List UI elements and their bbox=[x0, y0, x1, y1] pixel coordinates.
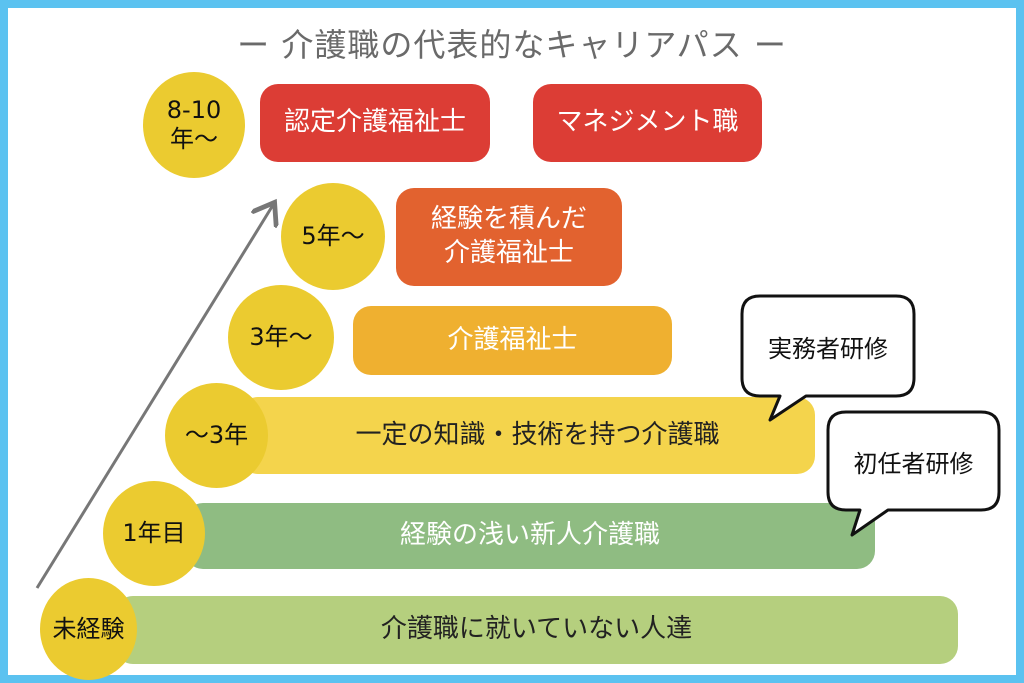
callout-bubble-initial-training bbox=[826, 410, 1001, 537]
role-box-management: マネジメント職 bbox=[533, 84, 762, 162]
period-circle-inexperienced: 未経験 bbox=[40, 578, 137, 680]
period-circle-first-year: 1年目 bbox=[103, 481, 205, 586]
role-box-care-worker: 介護福祉士 bbox=[353, 306, 672, 375]
role-box-experienced-care-worker: 経験を積んだ 介護福祉士 bbox=[396, 188, 622, 286]
progress-arrow bbox=[35, 205, 273, 589]
role-box-new-caregiver: 経験の浅い新人介護職 bbox=[185, 503, 875, 569]
role-box-knowledgeable-caregiver: 一定の知識・技術を持つ介護職 bbox=[240, 397, 815, 474]
role-box-certified-care-worker: 認定介護福祉士 bbox=[260, 84, 490, 162]
page-title: ー 介護職の代表的なキャリアパス ー bbox=[237, 26, 787, 64]
callout-initial-training: 初任者研修 bbox=[853, 449, 974, 478]
callout-bubble-practitioner-training bbox=[740, 294, 916, 422]
period-circle-5-years: 5年〜 bbox=[281, 183, 385, 290]
period-circle-8-10-years: 8-10 年〜 bbox=[143, 72, 245, 178]
callout-practitioner-training: 実務者研修 bbox=[768, 334, 888, 363]
period-circle-up-to-3-years: 〜3年 bbox=[165, 383, 268, 488]
period-circle-3-years: 3年〜 bbox=[228, 285, 334, 390]
role-box-inexperienced: 介護職に就いていない人達 bbox=[115, 596, 958, 664]
